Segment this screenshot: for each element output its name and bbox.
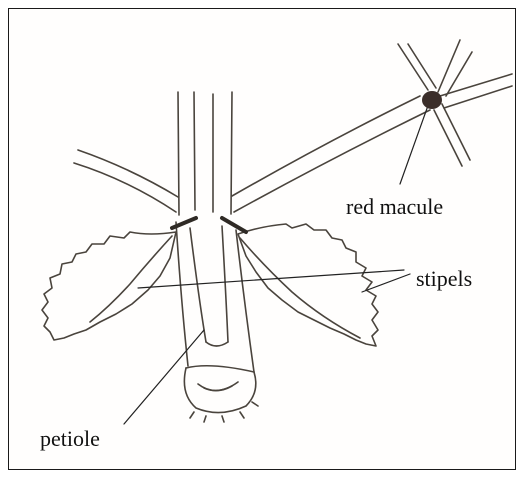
right-stipel [238, 224, 378, 346]
label-petiole: petiole [40, 428, 100, 450]
label-stipels: stipels [416, 268, 472, 290]
stem [178, 92, 232, 215]
left-stipel [42, 232, 176, 340]
right-branch [232, 74, 512, 212]
leader-petiole [124, 330, 204, 424]
petiole-base [184, 366, 258, 422]
red-macule-spot [422, 91, 442, 109]
leader-lines [124, 100, 430, 424]
leader-stipels-right [362, 274, 410, 292]
label-red-macule: red macule [346, 196, 443, 218]
stipel-base-mark-right [222, 218, 246, 232]
left-branch [74, 150, 178, 212]
leader-red-macule [400, 100, 430, 184]
